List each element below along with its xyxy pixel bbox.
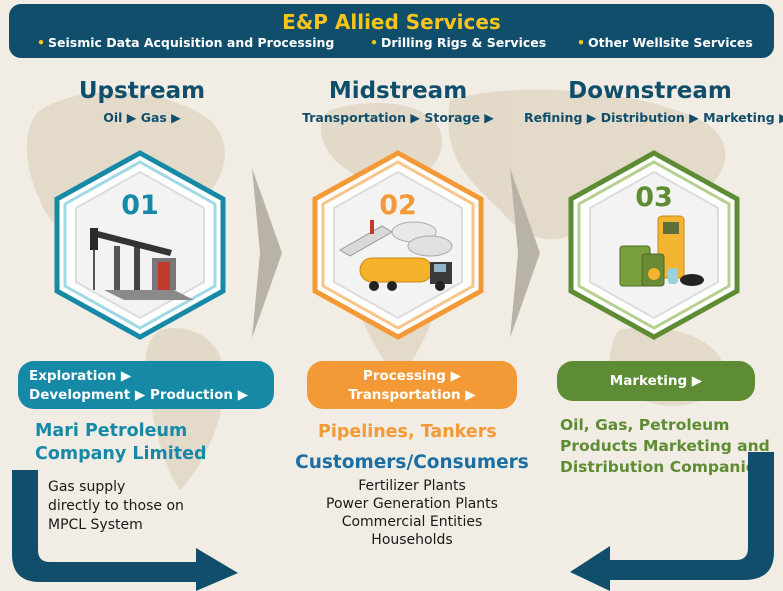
tanker-truck-pipeline-icon [339, 220, 453, 291]
entity-mari-petroleum: Mari Petroleum Company Limited [35, 421, 207, 464]
arrow-chevron-1-icon [252, 168, 282, 338]
hexagon-midstream [312, 150, 484, 340]
flow-arrow-left-to-customers-icon [12, 470, 238, 591]
activity-marketing: Marketing ▶ [609, 373, 703, 389]
customer-item: Power Generation Plants [326, 496, 498, 512]
oil-pump-jack-icon [90, 228, 194, 300]
activity-development-production: Development ▶ Production ▶ [29, 387, 249, 403]
activities-downstream: Marketing ▶ [557, 361, 755, 401]
activity-processing: Processing ▶ [362, 368, 462, 384]
customer-item: Commercial Entities [341, 514, 483, 530]
customers-title: Customers/Consumers [295, 452, 529, 473]
flow-arrow-right-to-customers-icon [570, 452, 774, 591]
banner-title: E&P Allied Services [282, 10, 501, 34]
stage-title-downstream: Downstream [568, 78, 732, 104]
activities-upstream: Exploration ▶ Development ▶ Production ▶ [18, 361, 274, 409]
hexagon-downstream [568, 150, 740, 340]
customers-list: Fertilizer Plants Power Generation Plant… [262, 477, 562, 549]
entity-marketing-companies: Oil, Gas, Petroleum Products Marketing a… [560, 416, 770, 476]
service-item-drilling: •Drilling Rigs & Services [370, 35, 547, 50]
activity-exploration: Exploration ▶ [29, 368, 132, 384]
stage-number-03: 03 [635, 182, 673, 213]
ep-allied-services-banner: E&P Allied Services [9, 4, 774, 58]
service-item-wellsite: •Other Wellsite Services [577, 35, 753, 50]
stage-title-midstream: Midstream [328, 78, 468, 104]
stage-subtitle-upstream: Oil ▶ Gas ▶ [103, 110, 181, 125]
customer-item: Households [371, 532, 453, 548]
stage-title-upstream: Upstream [78, 78, 206, 104]
activity-transportation: Transportation ▶ [348, 387, 476, 403]
entity-pipelines-tankers: Pipelines, Tankers [318, 422, 497, 442]
arrow-chevron-2-icon [510, 168, 540, 338]
hexagon-upstream [54, 150, 226, 340]
customer-item: Fertilizer Plants [358, 478, 466, 494]
activities-midstream: Processing ▶ Transportation ▶ [307, 361, 517, 409]
service-item-seismic: •Seismic Data Acquisition and Processing [37, 35, 335, 50]
stage-subtitle-midstream: Transportation ▶ Storage ▶ [302, 110, 494, 125]
fuel-pump-canisters-icon [619, 215, 704, 287]
stage-subtitle-downstream: Refining ▶ Distribution ▶ Marketing ▶ [524, 110, 783, 125]
stage-number-02: 02 [379, 190, 417, 221]
gas-supply-note: Gas supply directly to those on MPCL Sys… [48, 479, 184, 533]
stage-number-01: 01 [121, 190, 159, 221]
